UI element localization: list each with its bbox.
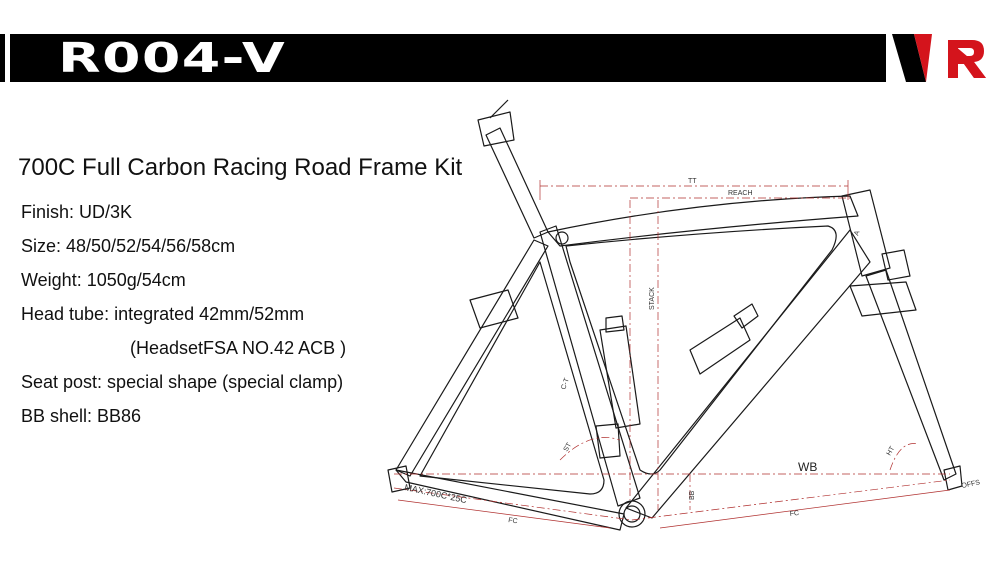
spec-bb-shell: BB shell: BB86 (21, 406, 142, 426)
dim-offs: OFFS (961, 479, 981, 490)
spec-head-tube: Head tube: integrated 42mm/52mm (21, 304, 305, 324)
dim-head-angle: A (853, 230, 861, 237)
spec-headset: (HeadsetFSA NO.42 ACB ) (130, 338, 347, 358)
seat-post (485, 127, 549, 239)
seat-stay (395, 239, 549, 477)
bottom-bracket (618, 500, 646, 528)
front-dropout (943, 465, 963, 491)
dim-st: ST (563, 441, 574, 453)
seat-tube (539, 225, 641, 507)
rear-brake-caliper (469, 289, 519, 329)
dim-bb: BB (689, 490, 696, 500)
down-tube (625, 229, 871, 519)
bottle-seat-tube (599, 325, 641, 429)
spec-weight: Weight: 1050g/54cm (21, 270, 186, 290)
dim-ct: C-T (560, 377, 571, 391)
bottle-down-tube (689, 317, 751, 375)
dim-ht: HT (886, 445, 897, 457)
header-banner (0, 34, 1000, 82)
spec-seat-post: Seat post: special shape (special clamp) (21, 372, 344, 392)
product-title: 700C Full Carbon Racing Road Frame Kit (18, 154, 463, 181)
dim-fc-right: FC (789, 510, 799, 518)
banner-stripe (5, 34, 10, 82)
fork (865, 269, 957, 481)
model-name: R004-V (58, 34, 287, 82)
dim-fc-left: FC (508, 517, 518, 525)
dim-reach: REACH (728, 190, 753, 197)
head-tube (841, 189, 891, 277)
brand-logo (886, 34, 1000, 82)
dim-tt: TT (688, 178, 697, 185)
dim-stack: STACK (649, 287, 656, 310)
chain-stay (395, 469, 625, 531)
spec-finish: Finish: UD/3K (21, 202, 133, 222)
dim-wb: WB (798, 460, 817, 474)
front-brake-caliper (849, 281, 917, 317)
rear-dropout (387, 465, 411, 493)
top-tube (547, 195, 859, 247)
spec-size: Size: 48/50/52/54/56/58cm (21, 236, 236, 256)
rear-triangle-opening (419, 261, 605, 495)
seat-clamp (477, 111, 515, 147)
